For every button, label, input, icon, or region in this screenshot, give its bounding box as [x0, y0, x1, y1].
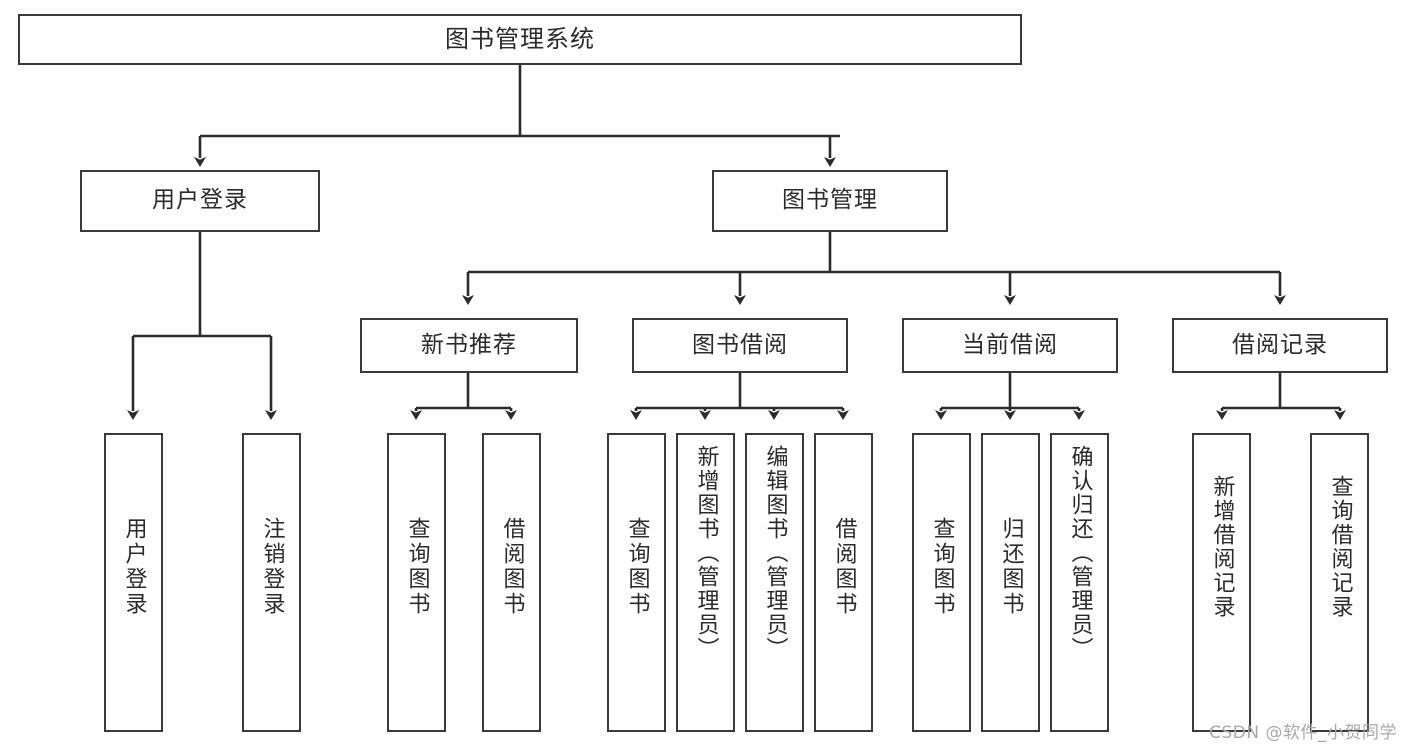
leaf-query-record-label: 查询借阅记录: [1327, 475, 1353, 619]
node-borrow-record-label: 借阅记录: [1232, 331, 1328, 358]
node-borrow-record[interactable]: 借阅记录: [1172, 318, 1388, 373]
node-user-login[interactable]: 用户登录: [80, 170, 320, 232]
leaf-edit-book[interactable]: 编辑图书（管理员）: [745, 433, 804, 732]
node-current-borrow-label: 当前借阅: [962, 331, 1058, 358]
leaf-confirm-return[interactable]: 确认归还（管理员）: [1050, 433, 1109, 732]
leaf-query-book-3[interactable]: 查询图书: [912, 433, 971, 732]
leaf-confirm-return-label: 确认归还（管理员）: [1067, 445, 1093, 661]
node-current-borrow[interactable]: 当前借阅: [902, 318, 1118, 373]
leaf-return-book[interactable]: 归还图书: [981, 433, 1040, 732]
node-book-borrow-label: 图书借阅: [692, 331, 788, 358]
leaf-add-book-label: 新增图书（管理员）: [693, 445, 719, 661]
leaf-borrow-book-2[interactable]: 借阅图书: [814, 433, 873, 732]
node-book-management[interactable]: 图书管理: [712, 170, 948, 232]
leaf-edit-book-label: 编辑图书（管理员）: [762, 445, 788, 661]
leaf-query-book-1-label: 查询图书: [404, 517, 430, 617]
leaf-logout-login[interactable]: 注销登录: [242, 433, 301, 732]
leaf-logout-login-label: 注销登录: [259, 517, 285, 617]
leaf-borrow-book-2-label: 借阅图书: [831, 517, 857, 617]
leaf-query-book-1[interactable]: 查询图书: [387, 433, 446, 732]
node-new-book-recommend-label: 新书推荐: [421, 331, 517, 358]
leaf-query-book-2-label: 查询图书: [624, 517, 650, 617]
node-user-login-label: 用户登录: [152, 187, 248, 214]
node-book-borrow[interactable]: 图书借阅: [632, 318, 848, 373]
leaf-borrow-book-1[interactable]: 借阅图书: [482, 433, 541, 732]
node-book-management-label: 图书管理: [782, 187, 878, 214]
watermark-text: CSDN @软件_小贺同学: [1209, 723, 1397, 743]
leaf-add-record-label: 新增借阅记录: [1209, 475, 1235, 619]
leaf-user-login-label: 用户登录: [121, 517, 147, 617]
node-root[interactable]: 图书管理系统: [18, 14, 1022, 65]
leaf-query-book-3-label: 查询图书: [929, 517, 955, 617]
leaf-borrow-book-1-label: 借阅图书: [499, 517, 525, 617]
node-new-book-recommend[interactable]: 新书推荐: [360, 318, 578, 373]
leaf-add-book[interactable]: 新增图书（管理员）: [676, 433, 735, 732]
leaf-return-book-label: 归还图书: [998, 517, 1024, 617]
node-root-label: 图书管理系统: [445, 25, 595, 54]
leaf-add-record[interactable]: 新增借阅记录: [1192, 433, 1251, 732]
leaf-user-login[interactable]: 用户登录: [104, 433, 163, 732]
leaf-query-book-2[interactable]: 查询图书: [607, 433, 666, 732]
leaf-query-record[interactable]: 查询借阅记录: [1310, 433, 1369, 732]
